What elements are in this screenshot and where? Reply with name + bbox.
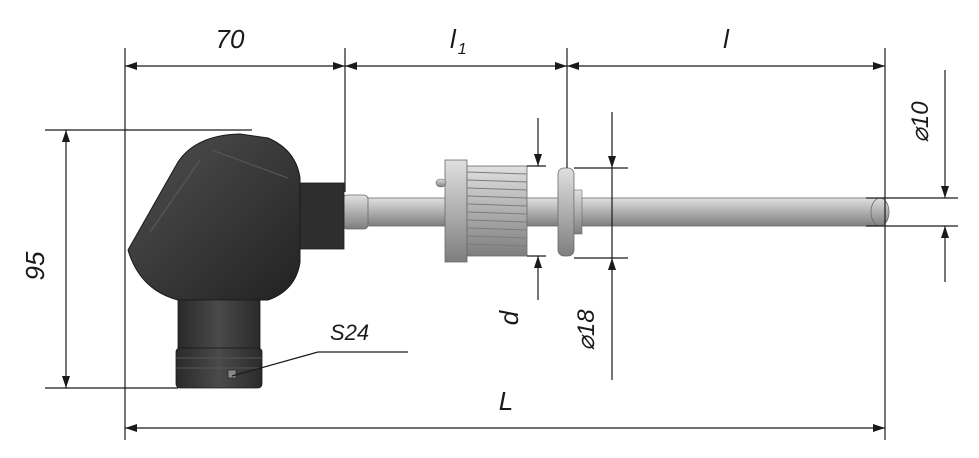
label-height: 95 [20, 251, 50, 280]
probe-tip [870, 197, 890, 227]
probe-rod [349, 197, 881, 227]
label-length-head: 70 [216, 24, 245, 54]
flange-disk [557, 167, 583, 257]
cable-gland [177, 299, 261, 349]
label-hex-size: S24 [330, 320, 369, 345]
dimension-lines [45, 48, 958, 440]
label-probe-diameter: ⌀10 [907, 101, 934, 143]
head-cap [127, 133, 301, 301]
label-thread-d: d [494, 309, 524, 325]
connection-head [127, 133, 345, 389]
thermocouple-body [127, 133, 890, 389]
label-length-l: l [723, 24, 730, 54]
probe-collar [342, 194, 369, 230]
head-neck [297, 182, 345, 250]
threaded-fitting [435, 159, 528, 263]
label-flange-diameter: ⌀18 [573, 309, 600, 351]
label-total-length: L [499, 386, 513, 416]
